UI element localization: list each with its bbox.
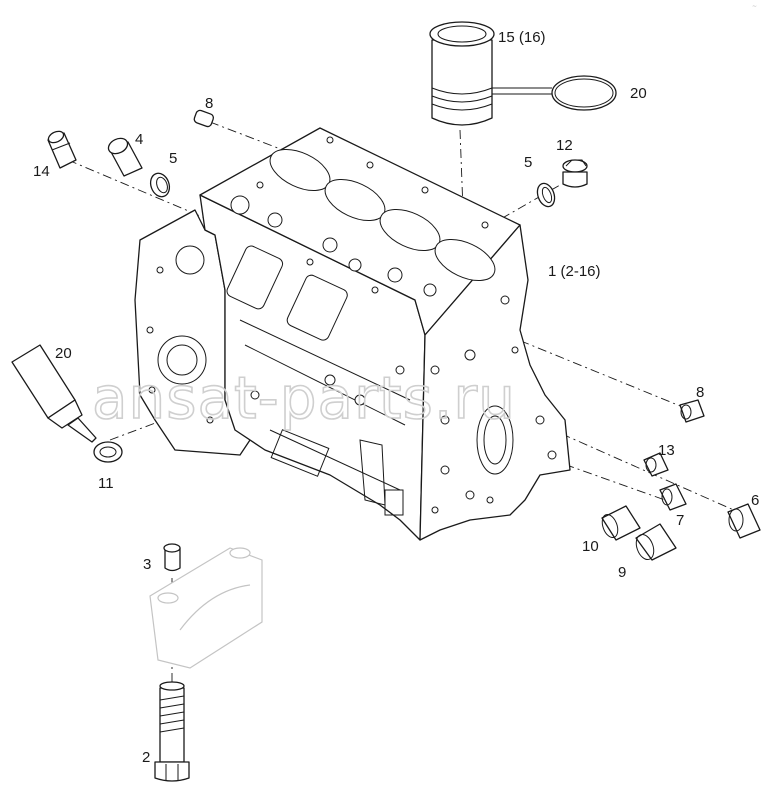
callout-11: 11	[98, 475, 114, 492]
engine-block[interactable]	[134, 127, 571, 541]
watermark: ansat-parts.ru	[92, 364, 516, 432]
seal-ring-5-left[interactable]	[147, 171, 172, 200]
oil-seal-11[interactable]	[93, 441, 123, 463]
sealant-tube[interactable]	[11, 344, 97, 443]
callout-5-left: 5	[169, 150, 177, 167]
bushing-13[interactable]	[643, 452, 669, 477]
callout-20-top: 20	[630, 85, 647, 102]
callout-12: 12	[556, 137, 573, 154]
callout-4: 4	[135, 131, 143, 148]
plug-8-top[interactable]	[193, 109, 215, 128]
plug-8-right[interactable]	[679, 399, 705, 423]
liner-o-ring[interactable]	[492, 75, 617, 111]
callout-14: 14	[33, 163, 50, 180]
callout-2: 2	[142, 749, 150, 766]
callout-3: 3	[143, 556, 151, 573]
drain-plug-12[interactable]	[562, 159, 588, 188]
callout-9: 9	[618, 564, 626, 581]
callout-7: 7	[676, 512, 684, 529]
corner-mark: ~	[752, 3, 757, 10]
bearing-9[interactable]	[633, 523, 677, 562]
plug-14[interactable]	[47, 129, 77, 169]
main-bearing-cap[interactable]	[149, 547, 263, 669]
callout-13: 13	[658, 442, 675, 459]
plug-4[interactable]	[106, 135, 143, 177]
bushing-6[interactable]	[727, 503, 761, 539]
dowel-pin-3[interactable]	[163, 543, 181, 572]
bearing-10[interactable]	[599, 505, 641, 541]
callout-8-top: 8	[205, 95, 213, 112]
callout-15: 15 (16)	[498, 29, 546, 46]
cylinder-liner[interactable]	[429, 21, 495, 126]
main-bearing-bolt-2[interactable]	[154, 681, 190, 782]
callout-10: 10	[582, 538, 599, 555]
callout-5-right: 5	[524, 154, 532, 171]
callout-20-left: 20	[55, 345, 72, 362]
seal-ring-5-right[interactable]	[534, 181, 557, 209]
callout-1: 1 (2-16)	[548, 263, 601, 280]
callout-6: 6	[751, 492, 759, 509]
callout-8-right: 8	[696, 384, 704, 401]
bushing-7[interactable]	[659, 483, 687, 511]
